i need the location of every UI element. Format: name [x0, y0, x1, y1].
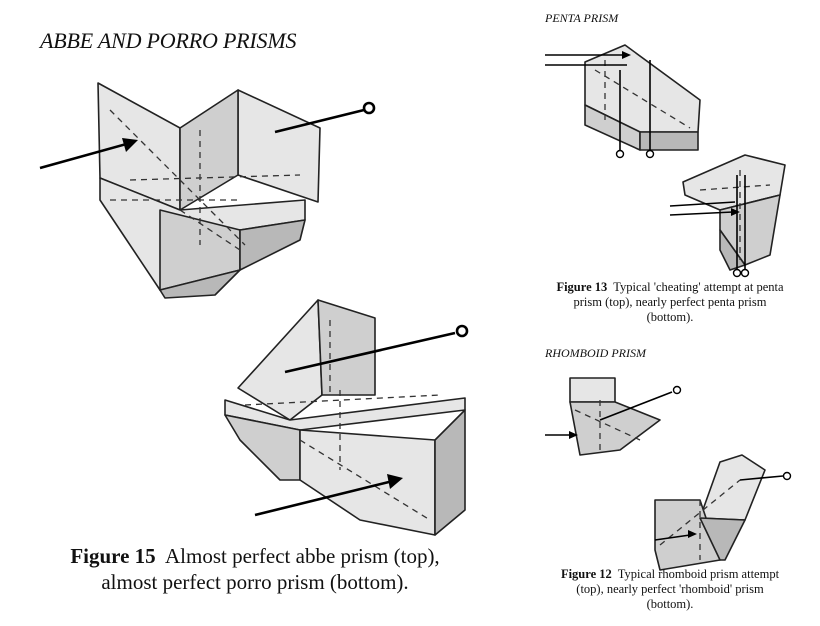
- figure-13-line1: Typical 'cheating' attempt at penta: [613, 280, 784, 294]
- figure-12-label: Figure 12: [560, 567, 612, 581]
- figure-15-label: Figure 15: [70, 544, 156, 568]
- porro-lower-prism-front: [299, 429, 436, 536]
- porro-output-eye-marker: [455, 324, 469, 338]
- abbe-output-eye-marker: [362, 101, 376, 115]
- abbe-input-arrowhead: [122, 138, 138, 152]
- figure-15-line2: almost perfect porro prism (bottom).: [101, 570, 409, 594]
- abbe-porro-heading: ABBE AND PORRO PRISMS: [40, 28, 297, 53]
- abbe-base-side: [239, 219, 306, 271]
- rhomboid-bottom-side: [699, 517, 746, 561]
- abbe-bottom-wedge: [159, 269, 241, 299]
- figure-13-label: Figure 13: [556, 280, 608, 294]
- figure-13-line2: prism (top), nearly perfect penta prism: [573, 295, 767, 309]
- figure-13-caption: Figure 13 Typical 'cheating' attempt at …: [535, 280, 805, 325]
- figure-15-line1: Almost perfect abbe prism (top),: [165, 544, 440, 568]
- porro-lower-prism-side: [434, 409, 466, 536]
- figure-12-caption: Figure 12 Typical rhomboid prism attempt…: [535, 567, 805, 612]
- rhomboid-top-upper: [569, 377, 616, 403]
- rhomboid-prism-heading: RHOMBOID PRISM: [545, 346, 646, 360]
- porro-base-front-left: [224, 414, 301, 481]
- penta-top-side: [639, 131, 699, 151]
- abbe-top-roof: [179, 89, 239, 211]
- figure-13-line3: (bottom).: [646, 310, 694, 324]
- porro-input-arrowhead: [387, 474, 403, 489]
- penta-prism-heading: PENTA PRISM: [545, 11, 619, 25]
- rhomboid-bottom-upper: [699, 454, 766, 521]
- figure-15-caption: Figure 15 Almost perfect abbe prism (top…: [20, 543, 490, 595]
- figure-12-line1: Typical rhomboid prism attempt: [617, 567, 780, 581]
- figure-12-line3: (bottom).: [646, 597, 694, 611]
- figure-12-line2: (top), nearly perfect 'rhomboid' prism: [576, 582, 764, 596]
